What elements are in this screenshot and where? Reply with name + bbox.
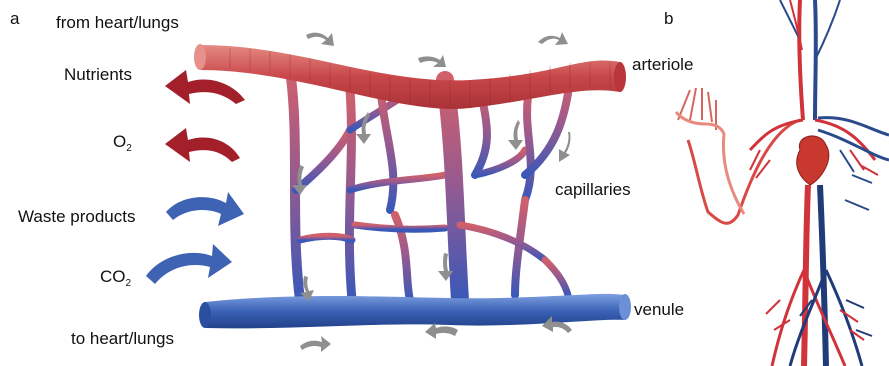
curved-arrow-right-icon [166, 192, 244, 226]
curved-arrow-left-icon [165, 70, 245, 104]
co2-symbol: CO [100, 267, 126, 286]
venule-vessel [199, 294, 631, 328]
waste-products-label: Waste products [18, 208, 135, 225]
co2-label: CO2 [100, 268, 131, 289]
to-heart-label: to heart/lungs [71, 330, 174, 347]
co2-subscript: 2 [126, 278, 132, 289]
arteriole-vessel [194, 44, 626, 109]
venule-label: venule [634, 301, 684, 318]
nutrients-label: Nutrients [64, 66, 132, 83]
human-circulatory-system [676, 0, 889, 366]
capillaries-label: capillaries [555, 181, 631, 198]
flow-arrow-icon [508, 120, 523, 150]
flow-arrow-icon [306, 33, 334, 46]
oxygen-subscript: 2 [126, 143, 132, 154]
oxygen-label: O2 [113, 133, 132, 154]
flow-arrow-icon [300, 336, 331, 352]
from-heart-label: from heart/lungs [56, 14, 179, 31]
curved-arrow-left-icon [165, 128, 240, 162]
flow-arrow-icon [418, 55, 446, 67]
curved-arrow-right-icon [146, 244, 232, 284]
flow-arrow-icon [425, 323, 458, 339]
oxygen-symbol: O [113, 132, 126, 151]
flow-arrow-icon [559, 132, 571, 162]
flow-arrow-icon [538, 32, 568, 45]
arteriole-label: arteriole [632, 56, 693, 73]
